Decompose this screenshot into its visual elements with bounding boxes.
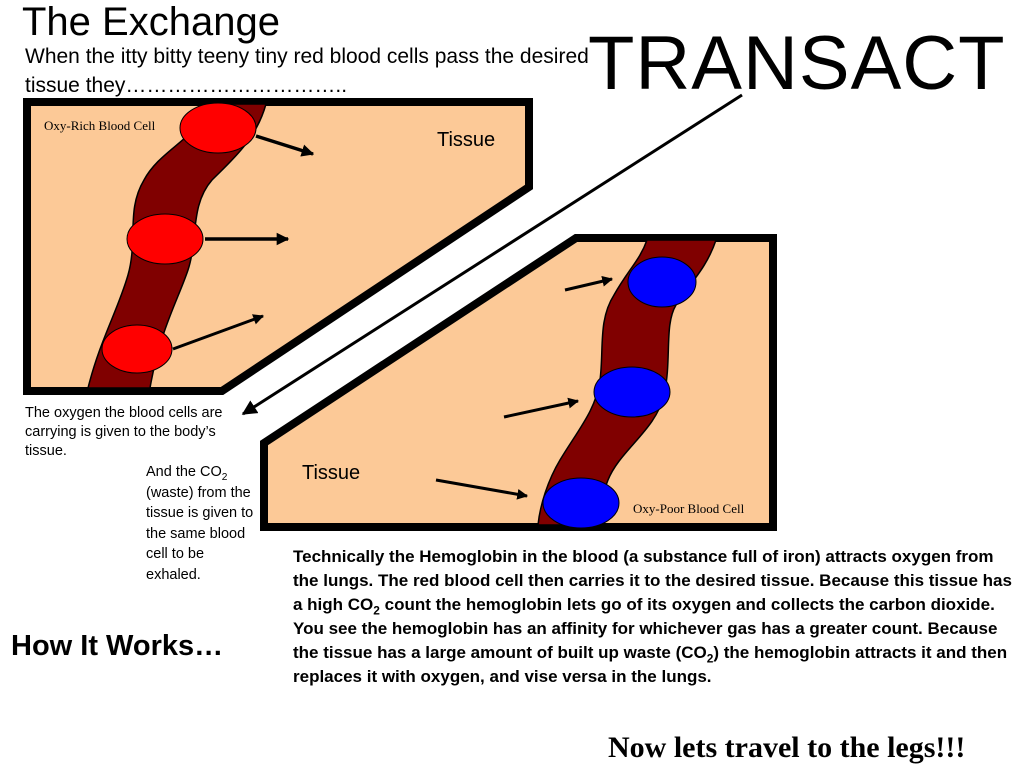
- co2-in-arrow: [503, 397, 580, 419]
- top-tissue-label: Tissue: [437, 129, 495, 151]
- slide-subtitle: When the itty bitty teeny tiny red blood…: [25, 45, 589, 97]
- co2-caption: And the CO2 (waste) from the tissue is g…: [146, 462, 256, 585]
- transact-pointer-arrow: [241, 93, 743, 416]
- co2-in-arrow: [435, 478, 529, 500]
- oxygen-caption: The oxygen the blood cells are carrying …: [25, 405, 223, 459]
- transact-heading: TRANSACT: [588, 21, 1006, 106]
- oxygen-out-arrow: [172, 314, 265, 351]
- how-it-works-heading: How It Works…: [11, 630, 224, 662]
- bottom-tissue-panel: Oxy-Poor Blood Cell Tissue: [260, 234, 777, 531]
- oxy-poor-cell: [627, 256, 697, 308]
- co2-caption-text: And the CO: [146, 464, 222, 480]
- oxy-poor-cell-label: Oxy-Poor Blood Cell: [633, 501, 745, 516]
- oxygen-out-arrow: [255, 134, 315, 157]
- co2-caption-text: (waste) from the tissue is given to the …: [146, 484, 254, 583]
- oxy-poor-cell: [593, 366, 671, 418]
- explanation-paragraph: Technically the Hemoglobin in the blood …: [293, 545, 1013, 689]
- explanation-text: count the hemoglobin lets go of its oxyg…: [293, 595, 998, 662]
- oxy-rich-cell: [101, 324, 173, 374]
- co2-subscript: 2: [706, 651, 714, 666]
- oxy-rich-cell-label: Oxy-Rich Blood Cell: [44, 118, 156, 133]
- bottom-tissue-label: Tissue: [302, 462, 360, 484]
- oxy-poor-cell: [542, 477, 620, 529]
- footer-heading: Now lets travel to the legs!!!: [608, 731, 966, 764]
- slide-title: The Exchange: [22, 0, 280, 44]
- co2-in-arrow: [564, 275, 614, 292]
- explanation-text: Technically the Hemoglobin in the blood …: [293, 547, 1012, 614]
- co2-subscript: 2: [221, 471, 228, 483]
- top-tissue-panel: Oxy-Rich Blood Cell Tissue: [23, 98, 533, 395]
- oxy-rich-cell: [126, 213, 204, 265]
- co2-subscript: 2: [373, 603, 380, 618]
- oxy-rich-cell: [179, 102, 257, 154]
- explanation-text: ) the hemoglobin attracts it and then re…: [293, 643, 1008, 686]
